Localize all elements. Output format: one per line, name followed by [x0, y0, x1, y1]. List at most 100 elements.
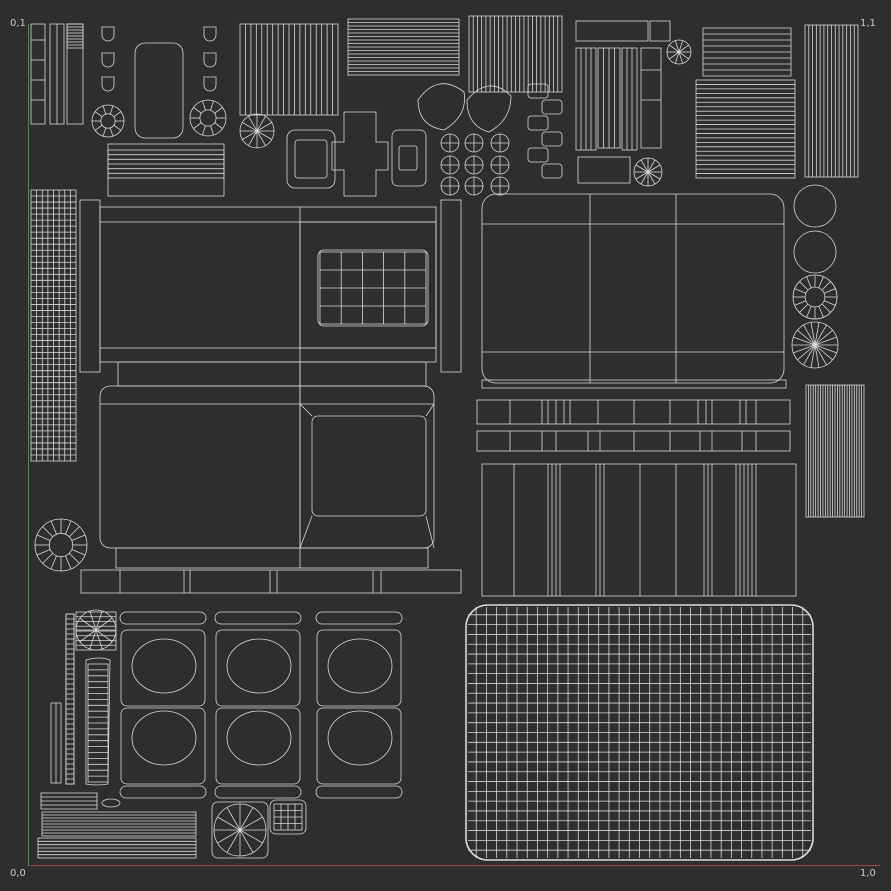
uv-island-side [440, 199, 462, 373]
uv-island-clip [575, 20, 649, 42]
uv-edge [814, 344, 820, 368]
uv-edge [248, 116, 258, 132]
uv-edge [647, 171, 661, 180]
uv-edge [36, 534, 51, 541]
uv-edge [48, 532, 74, 558]
uv-island-pod-cap [315, 785, 403, 799]
uv-edge [678, 40, 684, 53]
uv-island-band [117, 361, 427, 387]
uv-edge [113, 124, 122, 131]
uv-island-pod-top [316, 629, 402, 707]
uv-edge [42, 526, 54, 538]
uv-edge [810, 322, 816, 346]
corner-label-top-right: 1,1 [860, 18, 876, 29]
uv-edge [640, 159, 649, 173]
uv-edge [256, 116, 266, 132]
uv-island-pod-bottom [316, 707, 402, 785]
uv-edge [71, 534, 86, 541]
uv-edge [242, 122, 258, 132]
uv-island-disc [793, 184, 837, 228]
uv-edge [678, 51, 684, 64]
uv-island-long-strip [476, 430, 791, 452]
uv-edge [299, 403, 313, 417]
uv-island-pod-bottom [120, 707, 206, 785]
uv-edge [674, 40, 680, 53]
uv-edge [226, 829, 241, 853]
uv-edge [640, 171, 649, 185]
uv-edge [68, 526, 80, 538]
uv-edge [823, 300, 836, 306]
uv-edge [299, 515, 313, 549]
uv-island-chain-link [527, 115, 549, 131]
uv-island-panel [311, 415, 427, 517]
uv-island-pod-cap [214, 785, 302, 799]
uv-island-long-strip [476, 399, 791, 425]
uv-island-cap [203, 52, 217, 68]
uv-edge [65, 520, 72, 535]
uv-island-patch [269, 799, 307, 835]
uv-island-grid-window [317, 249, 429, 327]
uv-island-chain-link [527, 83, 549, 99]
uv-edge [814, 344, 837, 354]
uv-edge [50, 520, 57, 535]
uv-edge [818, 305, 824, 318]
uv-edge [211, 801, 269, 859]
uv-island-box-face [481, 193, 785, 384]
uv-island-box-face [99, 206, 437, 363]
uv-edge [242, 130, 258, 140]
uv-edge [89, 629, 97, 650]
u-axis-line [28, 865, 880, 866]
uv-edge [647, 171, 656, 185]
uv-edge [94, 124, 103, 131]
uv-edge [79, 617, 97, 631]
uv-edge [131, 710, 197, 766]
uv-edge [202, 125, 206, 136]
uv-island-side [79, 199, 101, 373]
uv-edge [793, 344, 816, 354]
uv-island-strip-set [621, 47, 638, 151]
uv-edge [814, 322, 820, 346]
uv-edge [248, 130, 258, 146]
uv-edge [425, 515, 435, 549]
uv-edge [669, 51, 680, 60]
uv-edge [327, 638, 393, 694]
uv-edge [102, 127, 107, 137]
uv-island-chain-link [541, 163, 563, 179]
uv-edge [89, 610, 97, 631]
uv-edge [36, 549, 51, 556]
corner-label-bottom-right: 1,0 [860, 868, 876, 879]
uv-edge [239, 829, 263, 844]
uv-island-rounded [391, 129, 427, 187]
uv-island-band [481, 379, 787, 389]
uv-edge [113, 111, 122, 118]
uv-island-clip [649, 20, 671, 42]
uv-edge [214, 122, 223, 129]
v-axis-line [28, 24, 29, 865]
uv-island-pick [417, 83, 465, 131]
uv-island-cap [203, 26, 217, 42]
uv-edge [202, 100, 206, 111]
uv-edge [71, 549, 86, 556]
uv-edge [821, 303, 831, 313]
uv-island-rounded [286, 129, 336, 189]
uv-edge [674, 51, 680, 64]
uv-edge [214, 107, 223, 114]
uv-edge [794, 288, 807, 294]
uv-edge [647, 164, 661, 173]
uv-island-pod-top [120, 629, 206, 707]
uv-edge [803, 344, 816, 366]
uv-edge [131, 638, 197, 694]
uv-edge [256, 130, 266, 146]
uv-island-strip [640, 47, 662, 149]
uv-edge [818, 276, 824, 289]
uv-edge [821, 281, 831, 291]
uv-edge [814, 336, 837, 346]
uv-island-cap [203, 76, 217, 92]
uv-edge [50, 555, 57, 570]
uv-island-panel [134, 42, 184, 139]
uv-island-pod-cap [214, 611, 302, 625]
uv-edge [68, 552, 80, 564]
uv-island-box-face [99, 385, 435, 549]
